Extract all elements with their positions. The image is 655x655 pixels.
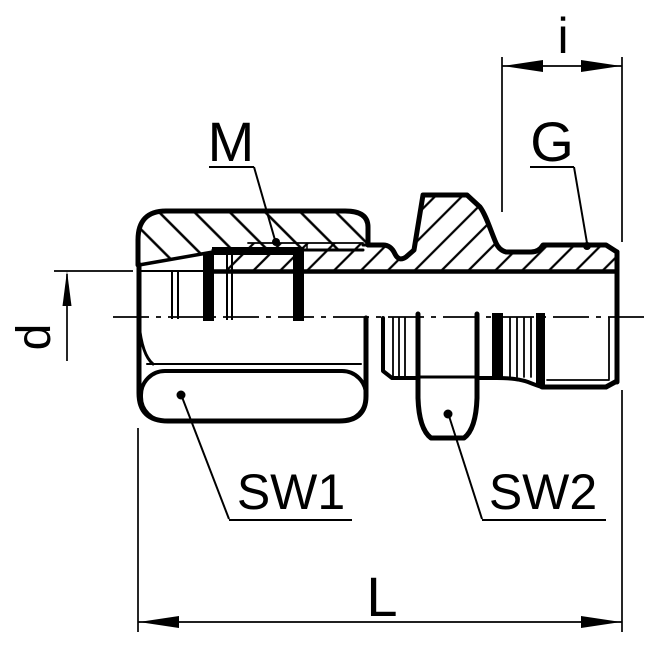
exterior-edge-bars (492, 313, 545, 387)
nut-exterior (136, 262, 369, 424)
arrowhead-right (581, 60, 621, 72)
leader-sw2: SW2 (443, 409, 606, 521)
leader-dot (176, 390, 186, 400)
arrowhead-left (139, 616, 179, 628)
body-exterior (381, 311, 610, 441)
label-overall-length: L (366, 565, 397, 628)
label-wrench-flat-2: SW2 (489, 464, 597, 520)
leader-dot (272, 238, 280, 246)
label-stud-thread: G (530, 110, 574, 173)
leader-g: G (530, 110, 591, 250)
arrowhead-left (503, 60, 543, 72)
dimension-d: d (8, 270, 133, 361)
dimension-i: i (501, 8, 623, 242)
leader-dot (443, 409, 453, 419)
nut-section-hatch (138, 212, 367, 265)
leader-m: M (208, 110, 280, 246)
leader-dot (583, 242, 591, 250)
ferrule-edges (171, 247, 304, 321)
label-bore-diameter: d (8, 324, 61, 351)
label-wrench-flat-1: SW1 (237, 464, 345, 520)
label-thread-length: i (557, 8, 568, 64)
leader-sw1: SW1 (176, 390, 352, 521)
arrowhead-right (581, 616, 621, 628)
arrowhead-up (62, 271, 72, 306)
label-nut-thread: M (208, 110, 255, 173)
dimension-l: L (137, 390, 623, 632)
